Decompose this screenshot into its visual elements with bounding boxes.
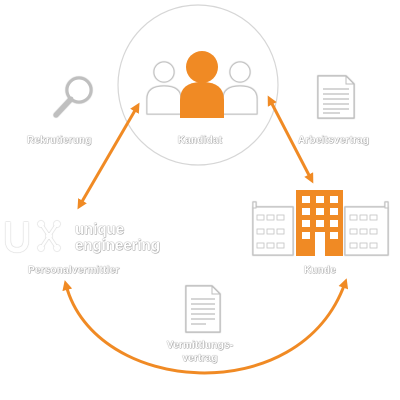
arrow-personalvermittler-kandidat	[77, 102, 140, 210]
logo-text-line2: engineering	[75, 237, 161, 254]
logo-mark-icon	[5, 220, 61, 253]
label-personalvermittler: Personalvermittler	[28, 265, 120, 276]
building-icon	[252, 190, 389, 256]
label-vermittlungsvertrag-line1: Vermittlungs-	[166, 340, 234, 351]
label-arbeitsvertrag: Arbeitsvertrag	[298, 135, 370, 146]
document-icon-vermittlungsvertrag	[185, 285, 221, 333]
logo-text-line1: unique	[75, 221, 125, 238]
arrow-kandidat-kunde	[267, 95, 314, 184]
magnifier-icon	[53, 76, 93, 118]
arrow-personalvermittler-kunde	[62, 278, 349, 375]
label-kandidat: Kandidat	[177, 135, 223, 146]
label-vermittlungsvertrag-line2: vertrag	[182, 353, 218, 364]
document-icon-arbeitsvertrag	[317, 75, 355, 119]
label-rekrutierung: Rekrutierung	[27, 135, 92, 146]
label-kunde: Kunde	[303, 265, 337, 276]
people-icon	[146, 51, 258, 118]
